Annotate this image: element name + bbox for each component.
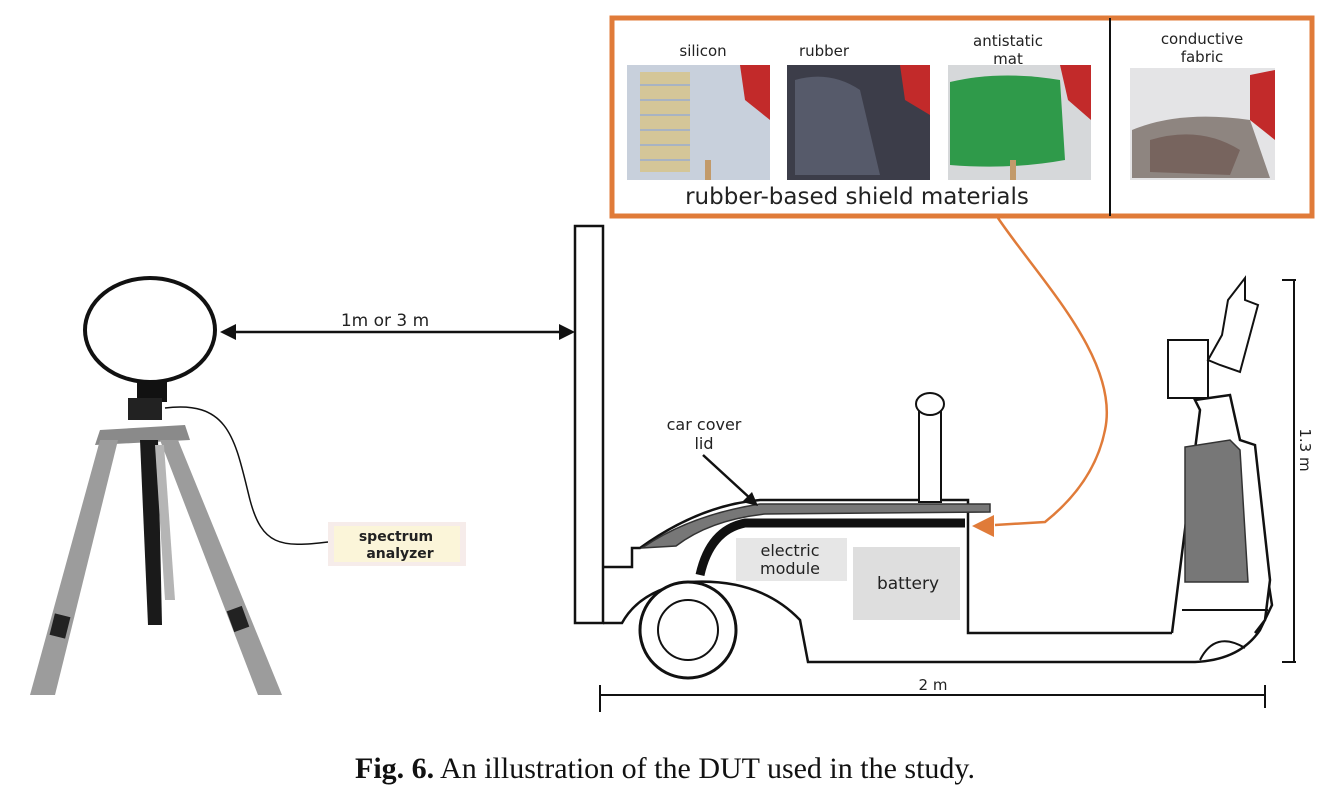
material-label-silicon: silicon — [679, 42, 726, 60]
photo-antistatic-mat — [948, 65, 1091, 180]
svg-text:module: module — [760, 559, 820, 578]
front-mast — [573, 224, 605, 625]
height-label: 1.3 m — [1296, 428, 1314, 471]
tripod-leg-left — [30, 440, 118, 695]
car-cover-lid-label: car cover lid — [667, 415, 758, 506]
material-label-fabric: fabric — [1181, 48, 1224, 66]
material-label-rubber: rubber — [799, 42, 850, 60]
svg-text:battery: battery — [877, 574, 939, 594]
svg-text:analyzer: analyzer — [366, 546, 433, 562]
pointer-line — [994, 217, 1108, 527]
material-label-mat: mat — [993, 50, 1023, 68]
pointer-arrowhead — [972, 515, 994, 537]
photo-conductive-fabric — [1130, 68, 1275, 180]
caption-label: Fig. 6. — [355, 752, 435, 785]
svg-text:lid: lid — [694, 434, 713, 453]
figure-caption: Fig. 6. An illustration of the DUT used … — [0, 752, 1330, 786]
electric-module-label: electric module — [736, 538, 847, 581]
svg-text:spectrum: spectrum — [359, 529, 433, 545]
svg-text:electric: electric — [760, 541, 819, 560]
inner-shield-strip — [695, 518, 965, 577]
photo-silicon — [627, 65, 770, 180]
svg-text:car cover: car cover — [667, 415, 742, 434]
loop-antenna — [83, 276, 217, 384]
tripod-leg-right — [160, 440, 282, 695]
distance-arrow: 1m or 3 m — [220, 311, 575, 340]
seat-back — [1184, 439, 1249, 583]
battery-label: battery — [853, 547, 960, 620]
spectrum-analyzer-label: spectrum analyzer — [328, 522, 466, 566]
photo-rubber — [787, 65, 930, 180]
height-dimension: 1.3 m — [1282, 279, 1314, 663]
loop-antenna-tripod — [30, 276, 329, 695]
antenna-mount — [137, 380, 167, 402]
distance-label: 1m or 3 m — [341, 311, 429, 331]
material-label-conductive: conductive — [1161, 30, 1243, 48]
tripod-center-column — [140, 440, 162, 625]
caption-text: An illustration of the DUT used in the s… — [440, 752, 975, 785]
length-dimension: 2 m — [599, 676, 1266, 712]
length-label: 2 m — [919, 676, 948, 694]
materials-panel: silicon rubber antistatic mat conductive… — [609, 15, 1315, 219]
material-label-antistatic: antistatic — [973, 32, 1043, 50]
car-cover-lid — [639, 503, 991, 549]
rubber-based-group-label: rubber-based shield materials — [685, 184, 1029, 210]
antenna-cable — [164, 406, 329, 545]
